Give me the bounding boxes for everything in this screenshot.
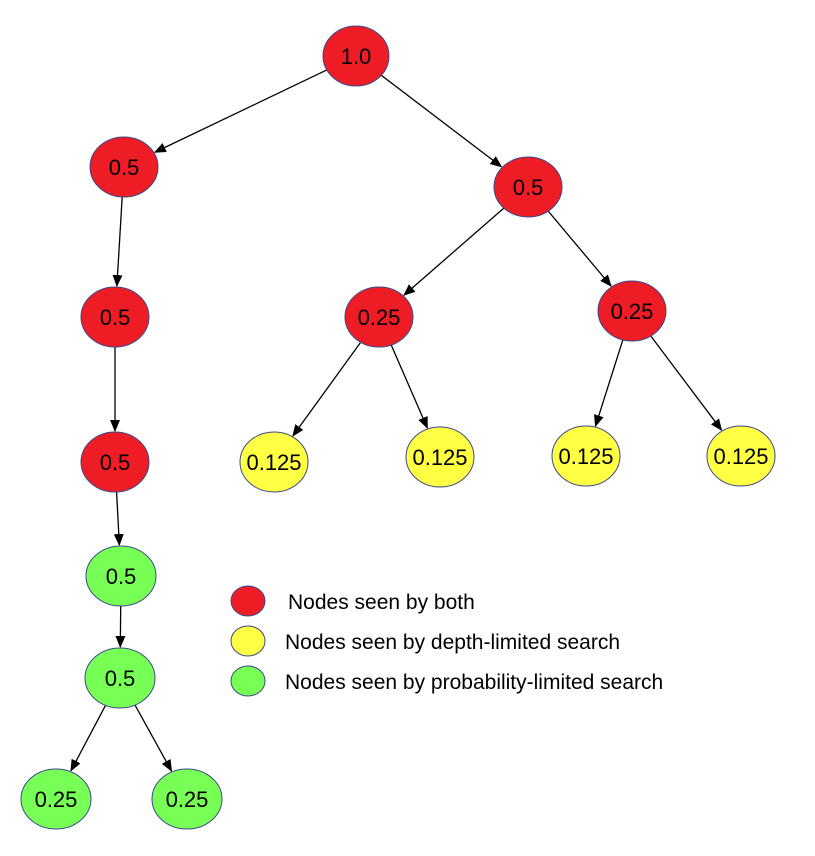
node-label: 1.0 <box>341 44 372 69</box>
node-label: 0.5 <box>106 564 137 589</box>
node-label: 0.5 <box>100 305 131 330</box>
node-right-3b: 0.125 <box>406 427 474 487</box>
nodes-layer: 1.0 0.5 0.5 0.5 0.5 0.5 0.5 0.25 0.25 0.25 0.25 0.1… <box>21 26 775 829</box>
legend-label: Nodes seen by both <box>288 591 475 614</box>
legend-item-both: Nodes seen by both <box>231 586 475 616</box>
legend-item-depth: Nodes seen by depth-limited search <box>231 626 620 656</box>
node-label: 0.25 <box>166 787 209 812</box>
node-label: 0.25 <box>35 787 78 812</box>
edge-right_1-to-right_2b <box>548 211 611 286</box>
node-left-4: 0.5 <box>86 546 156 606</box>
edge-right_1-to-right_2a <box>404 208 504 295</box>
node-label: 0.125 <box>412 445 467 470</box>
legend-item-probability: Nodes seen by probability-limited search <box>231 666 663 696</box>
edge-right_2b-to-right_3d <box>651 336 722 430</box>
edges-layer <box>71 70 722 771</box>
edge-right_2b-to-right_3c <box>595 340 622 426</box>
node-left-5: 0.5 <box>85 648 155 708</box>
edge-right_2a-to-right_3a <box>293 342 361 436</box>
edge-left_5-to-left_6a <box>71 705 106 770</box>
node-right-2a: 0.25 <box>345 287 413 347</box>
node-label: 0.5 <box>100 450 131 475</box>
node-right-1: 0.5 <box>494 157 562 217</box>
node-label: 0.125 <box>246 450 301 475</box>
node-label: 0.125 <box>558 444 613 469</box>
node-left-1: 0.5 <box>90 137 158 197</box>
node-left-6b: 0.25 <box>152 769 222 829</box>
node-right-3d: 0.125 <box>707 426 775 486</box>
edge-root-to-left_1 <box>155 70 327 152</box>
node-left-2: 0.5 <box>81 287 149 347</box>
legend-swatch <box>231 666 265 696</box>
legend-label: Nodes seen by probability-limited search <box>285 671 663 694</box>
edge-root-to-right_1 <box>381 75 501 167</box>
edge-left_5-to-left_6b <box>135 705 172 771</box>
node-left-6a: 0.25 <box>21 769 91 829</box>
node-right-2b: 0.25 <box>598 281 666 341</box>
node-label: 0.5 <box>513 175 544 200</box>
edge-right_2a-to-right_3b <box>391 345 427 428</box>
node-root: 1.0 <box>323 26 389 86</box>
node-label: 0.25 <box>358 305 401 330</box>
legend-swatch <box>231 586 265 616</box>
node-left-3: 0.5 <box>81 432 149 492</box>
legend-label: Nodes seen by depth-limited search <box>285 631 620 654</box>
node-label: 0.5 <box>105 666 136 691</box>
node-label: 0.25 <box>611 299 654 324</box>
edge-left_3-to-left_4 <box>117 492 120 545</box>
edge-left_1-to-left_2 <box>117 197 122 286</box>
node-label: 0.5 <box>109 155 140 180</box>
legend-swatch <box>231 626 265 656</box>
node-right-3a: 0.125 <box>240 432 308 492</box>
node-label: 0.125 <box>713 444 768 469</box>
node-right-3c: 0.125 <box>552 426 620 486</box>
